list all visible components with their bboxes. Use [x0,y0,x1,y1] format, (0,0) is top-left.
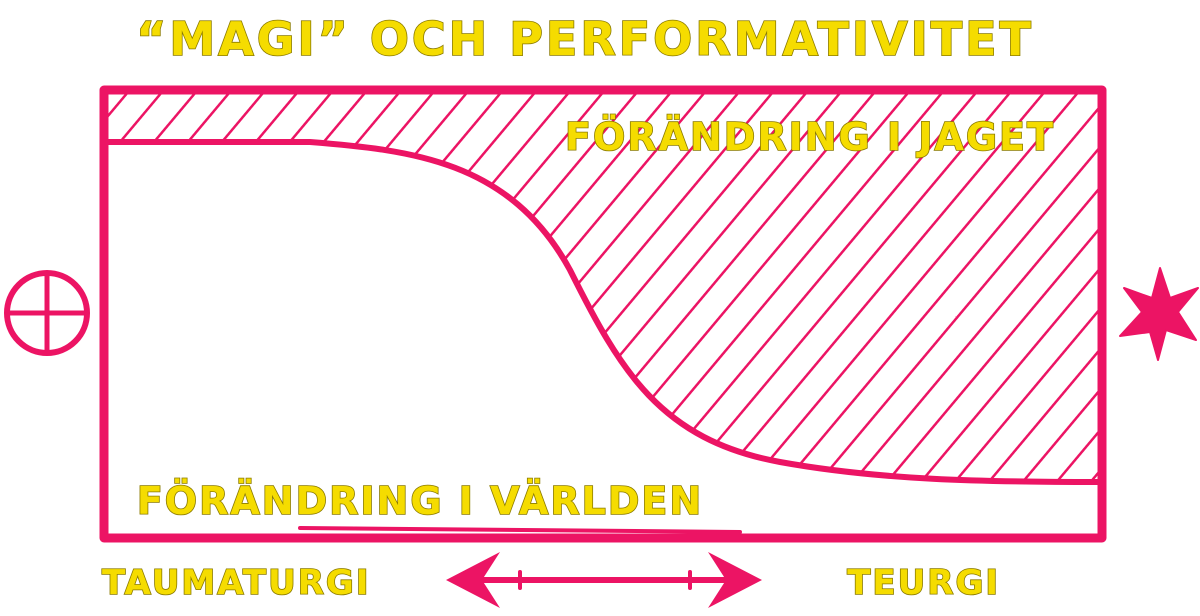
diagram-frame [99,85,1107,543]
boundary-curve [105,139,1101,485]
label-change-in-self: FÖRÄNDRING I JAGET [565,115,1055,159]
star-icon [1119,267,1199,361]
label-change-in-world: FÖRÄNDRING I VÄRLDEN [137,479,703,523]
hatched-region-self [108,92,1098,482]
diagram-title: “MAGI” OCH PERFORMATIVITET [136,12,1034,66]
circled-cross-icon [4,270,90,356]
axis-label-theurgy: TEURGI [847,563,1000,603]
double-arrow-icon [446,552,762,608]
frame-sketch-line [298,526,742,534]
axis-label-thaumaturgy: TAUMATURGI [102,563,370,603]
